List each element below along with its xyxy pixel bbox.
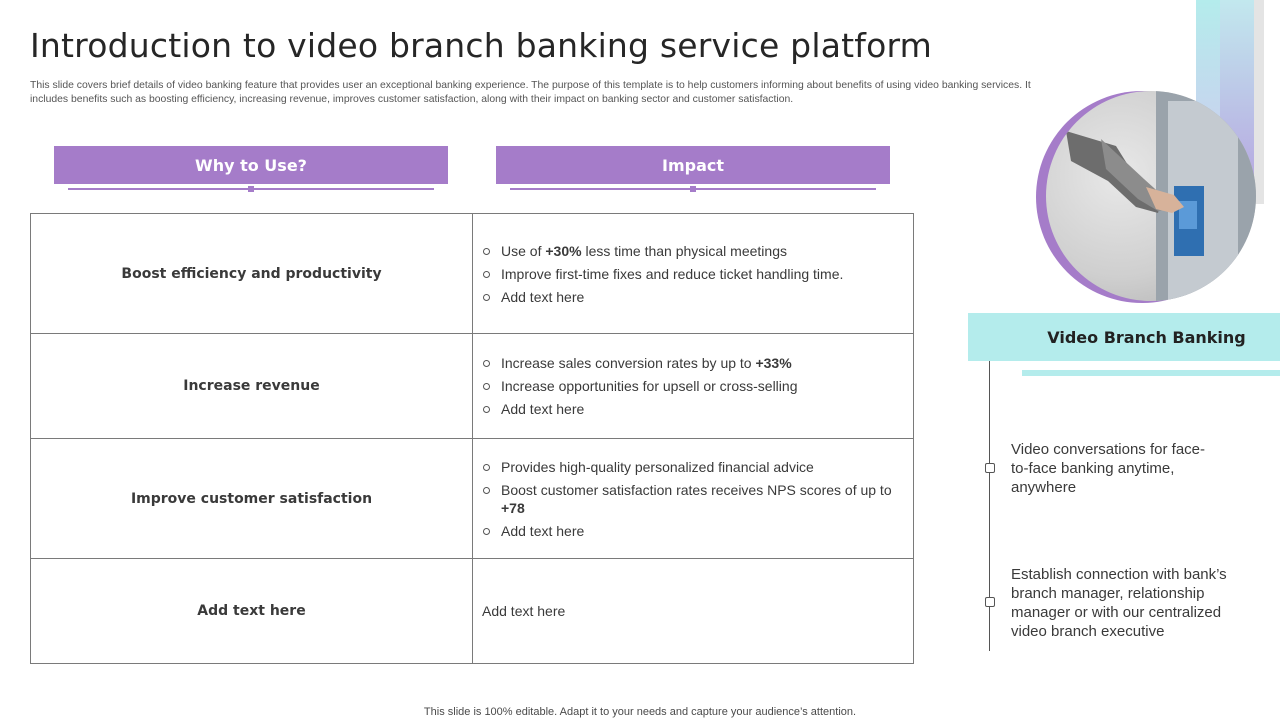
decorative-bar-gray: [1254, 0, 1264, 204]
sidebar-point: Establish connection with bank’s branch …: [1011, 566, 1227, 640]
list-item: Boost customer satisfaction rates receiv…: [482, 481, 903, 517]
video-banking-photo: [1046, 91, 1256, 301]
list-item: Use of +30% less time than physical meet…: [482, 242, 903, 260]
table-row: Increase revenue Increase sales conversi…: [30, 333, 914, 439]
bullet-circle-icon: [483, 360, 490, 367]
slide-description: This slide covers brief details of video…: [30, 80, 1031, 105]
bullet-circle-icon: [483, 406, 490, 413]
table-row: Improve customer satisfaction Provides h…: [30, 438, 914, 559]
row-label: Improve customer satisfaction: [30, 438, 473, 559]
impact-list: Use of +30% less time than physical meet…: [482, 242, 903, 306]
bullet-circle-icon: [483, 463, 490, 471]
video-branch-banking-title: Video Branch Banking: [968, 313, 1280, 361]
list-item: Add text here: [482, 522, 903, 540]
impact-cell: Increase sales conversion rates by up to…: [472, 333, 914, 439]
bullet-circle-icon: [483, 527, 490, 535]
impact-cell: Use of +30% less time than physical meet…: [472, 213, 914, 334]
table-row: Add text here Add text here: [30, 558, 914, 664]
row-label: Boost efficiency and productivity: [30, 213, 473, 334]
list-item: Provides high-quality personalized finan…: [482, 458, 903, 476]
impact-list: Increase sales conversion rates by up to…: [482, 354, 903, 418]
impact-cell: Provides high-quality personalized finan…: [472, 438, 914, 559]
impact-cell: Add text here: [472, 558, 914, 664]
bullet-circle-icon: [483, 247, 490, 255]
timeline-line: [989, 361, 990, 651]
slide-title: Introduction to video branch banking ser…: [30, 26, 933, 65]
impact-list: Provides high-quality personalized finan…: [482, 458, 903, 540]
bullet-circle-icon: [483, 270, 490, 278]
benefits-table: Boost efficiency and productivity Use of…: [30, 213, 914, 664]
slide-footer: This slide is 100% editable. Adapt it to…: [423, 706, 857, 718]
row-label: Increase revenue: [30, 333, 473, 439]
impact-header: Impact: [496, 146, 890, 184]
why-header-marker: [248, 186, 254, 192]
why-to-use-header: Why to Use?: [54, 146, 448, 184]
list-item: Add text here: [482, 400, 903, 418]
impact-header-marker: [690, 186, 696, 192]
sidebar-point: Video conversations for face-to-face ban…: [1011, 441, 1205, 496]
list-item: Improve first-time fixes and reduce tick…: [482, 265, 903, 283]
table-row: Boost efficiency and productivity Use of…: [30, 213, 914, 334]
timeline-marker: [985, 597, 995, 607]
timeline-marker: [985, 463, 995, 473]
atm-hand-illustration: [1066, 91, 1256, 301]
list-item: Increase sales conversion rates by up to…: [482, 354, 903, 372]
bullet-circle-icon: [483, 486, 490, 494]
list-item: Increase opportunities for upsell or cro…: [482, 377, 903, 395]
title-underline-bar: [1022, 370, 1280, 376]
bullet-circle-icon: [483, 383, 490, 390]
bullet-circle-icon: [483, 293, 490, 301]
list-item: Add text here: [482, 288, 903, 306]
row-label: Add text here: [30, 558, 473, 664]
